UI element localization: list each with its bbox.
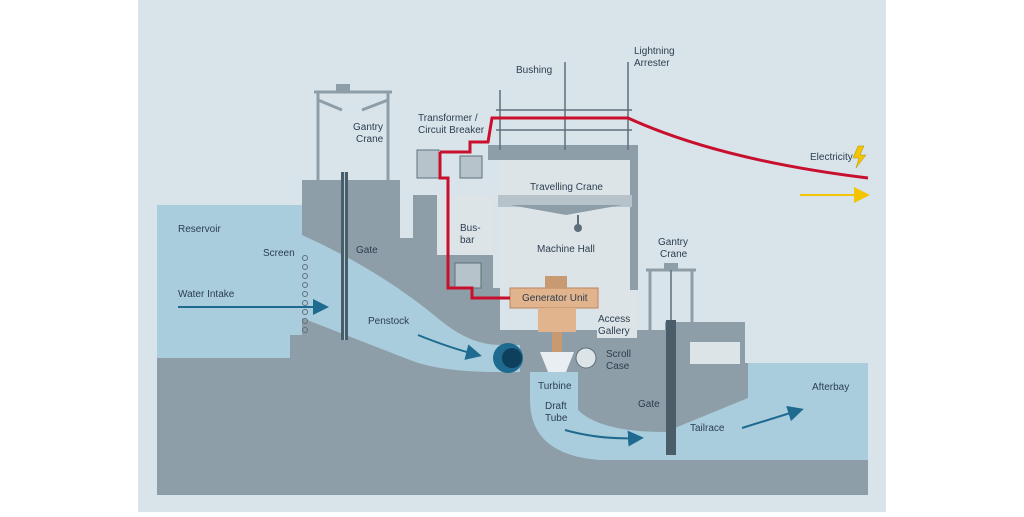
power-line	[440, 116, 869, 180]
left-gantry-hoist	[336, 84, 350, 92]
label-draft-tube-1: Draft	[545, 401, 567, 412]
travelling-crane-beam	[498, 195, 632, 207]
travelling-crane-truss	[510, 205, 622, 215]
label-access-gallery-1: Access	[598, 314, 630, 325]
left-gantry-crane	[314, 90, 392, 182]
generator-housing	[538, 308, 576, 332]
label-gantry-crane-right-2: Crane	[660, 249, 688, 260]
label-gantry-crane-right-1: Gantry	[658, 237, 688, 248]
label-transformer-2: Circuit Breaker	[418, 125, 485, 136]
busbar-line	[438, 152, 510, 300]
label-screen: Screen	[263, 248, 295, 259]
afterbay-water	[748, 363, 868, 460]
flow-arrow-icon	[417, 334, 482, 360]
bushing-towers	[496, 62, 632, 150]
label-busbar-1: Bus-	[460, 223, 481, 234]
scroll-case	[575, 347, 597, 369]
generator-top	[545, 276, 567, 288]
label-busbar-2: bar	[460, 235, 475, 246]
label-gantry-crane-left-2: Crane	[356, 134, 384, 145]
right-gantry-hoist	[664, 263, 678, 270]
label-penstock: Penstock	[368, 316, 410, 327]
label-lightning-2: Arrester	[634, 58, 670, 69]
tailrace-room	[690, 342, 740, 364]
penstock-inlet-inner	[502, 348, 522, 368]
crane-hook	[574, 224, 582, 232]
label-transformer-1: Transformer /	[418, 113, 478, 124]
flow-arrow-icon	[564, 429, 644, 447]
penstock-pipe	[302, 235, 520, 372]
label-generator-unit: Generator Unit	[522, 293, 588, 304]
label-scroll-case-2: Case	[606, 361, 630, 372]
flow-arrow-icon	[741, 405, 804, 429]
label-turbine: Turbine	[538, 381, 572, 392]
draft-tube	[530, 372, 748, 460]
transformer-room	[437, 195, 493, 255]
right-gate	[666, 320, 676, 455]
label-tailrace: Tailrace	[690, 423, 725, 434]
label-bushing: Bushing	[516, 65, 552, 76]
label-lightning-1: Lightning	[634, 46, 675, 57]
machine-hall-room	[500, 160, 630, 290]
reservoir-water	[157, 205, 305, 358]
turbine-shaft	[552, 332, 562, 352]
label-machine-hall: Machine Hall	[537, 244, 595, 255]
label-gate-right: Gate	[638, 399, 660, 410]
label-travelling-crane: Travelling Crane	[530, 182, 603, 193]
label-gantry-crane-left-1: Gantry	[353, 122, 383, 133]
transformer-units	[416, 149, 483, 289]
intake-screen	[302, 255, 308, 333]
turbine-runner	[540, 352, 574, 372]
label-water-intake: Water Intake	[178, 289, 235, 300]
label-scroll-case-1: Scroll	[606, 349, 631, 360]
label-reservoir: Reservoir	[178, 224, 221, 235]
label-afterbay: Afterbay	[812, 382, 849, 393]
label-access-gallery-2: Gallery	[598, 326, 630, 337]
label-electricity: Electricity	[810, 152, 853, 163]
access-gallery-room	[597, 290, 637, 338]
label-draft-tube-2: Tube	[545, 413, 568, 424]
lightning-icon	[852, 145, 867, 169]
label-gate-left: Gate	[356, 245, 378, 256]
left-gate-slot	[344, 172, 345, 340]
